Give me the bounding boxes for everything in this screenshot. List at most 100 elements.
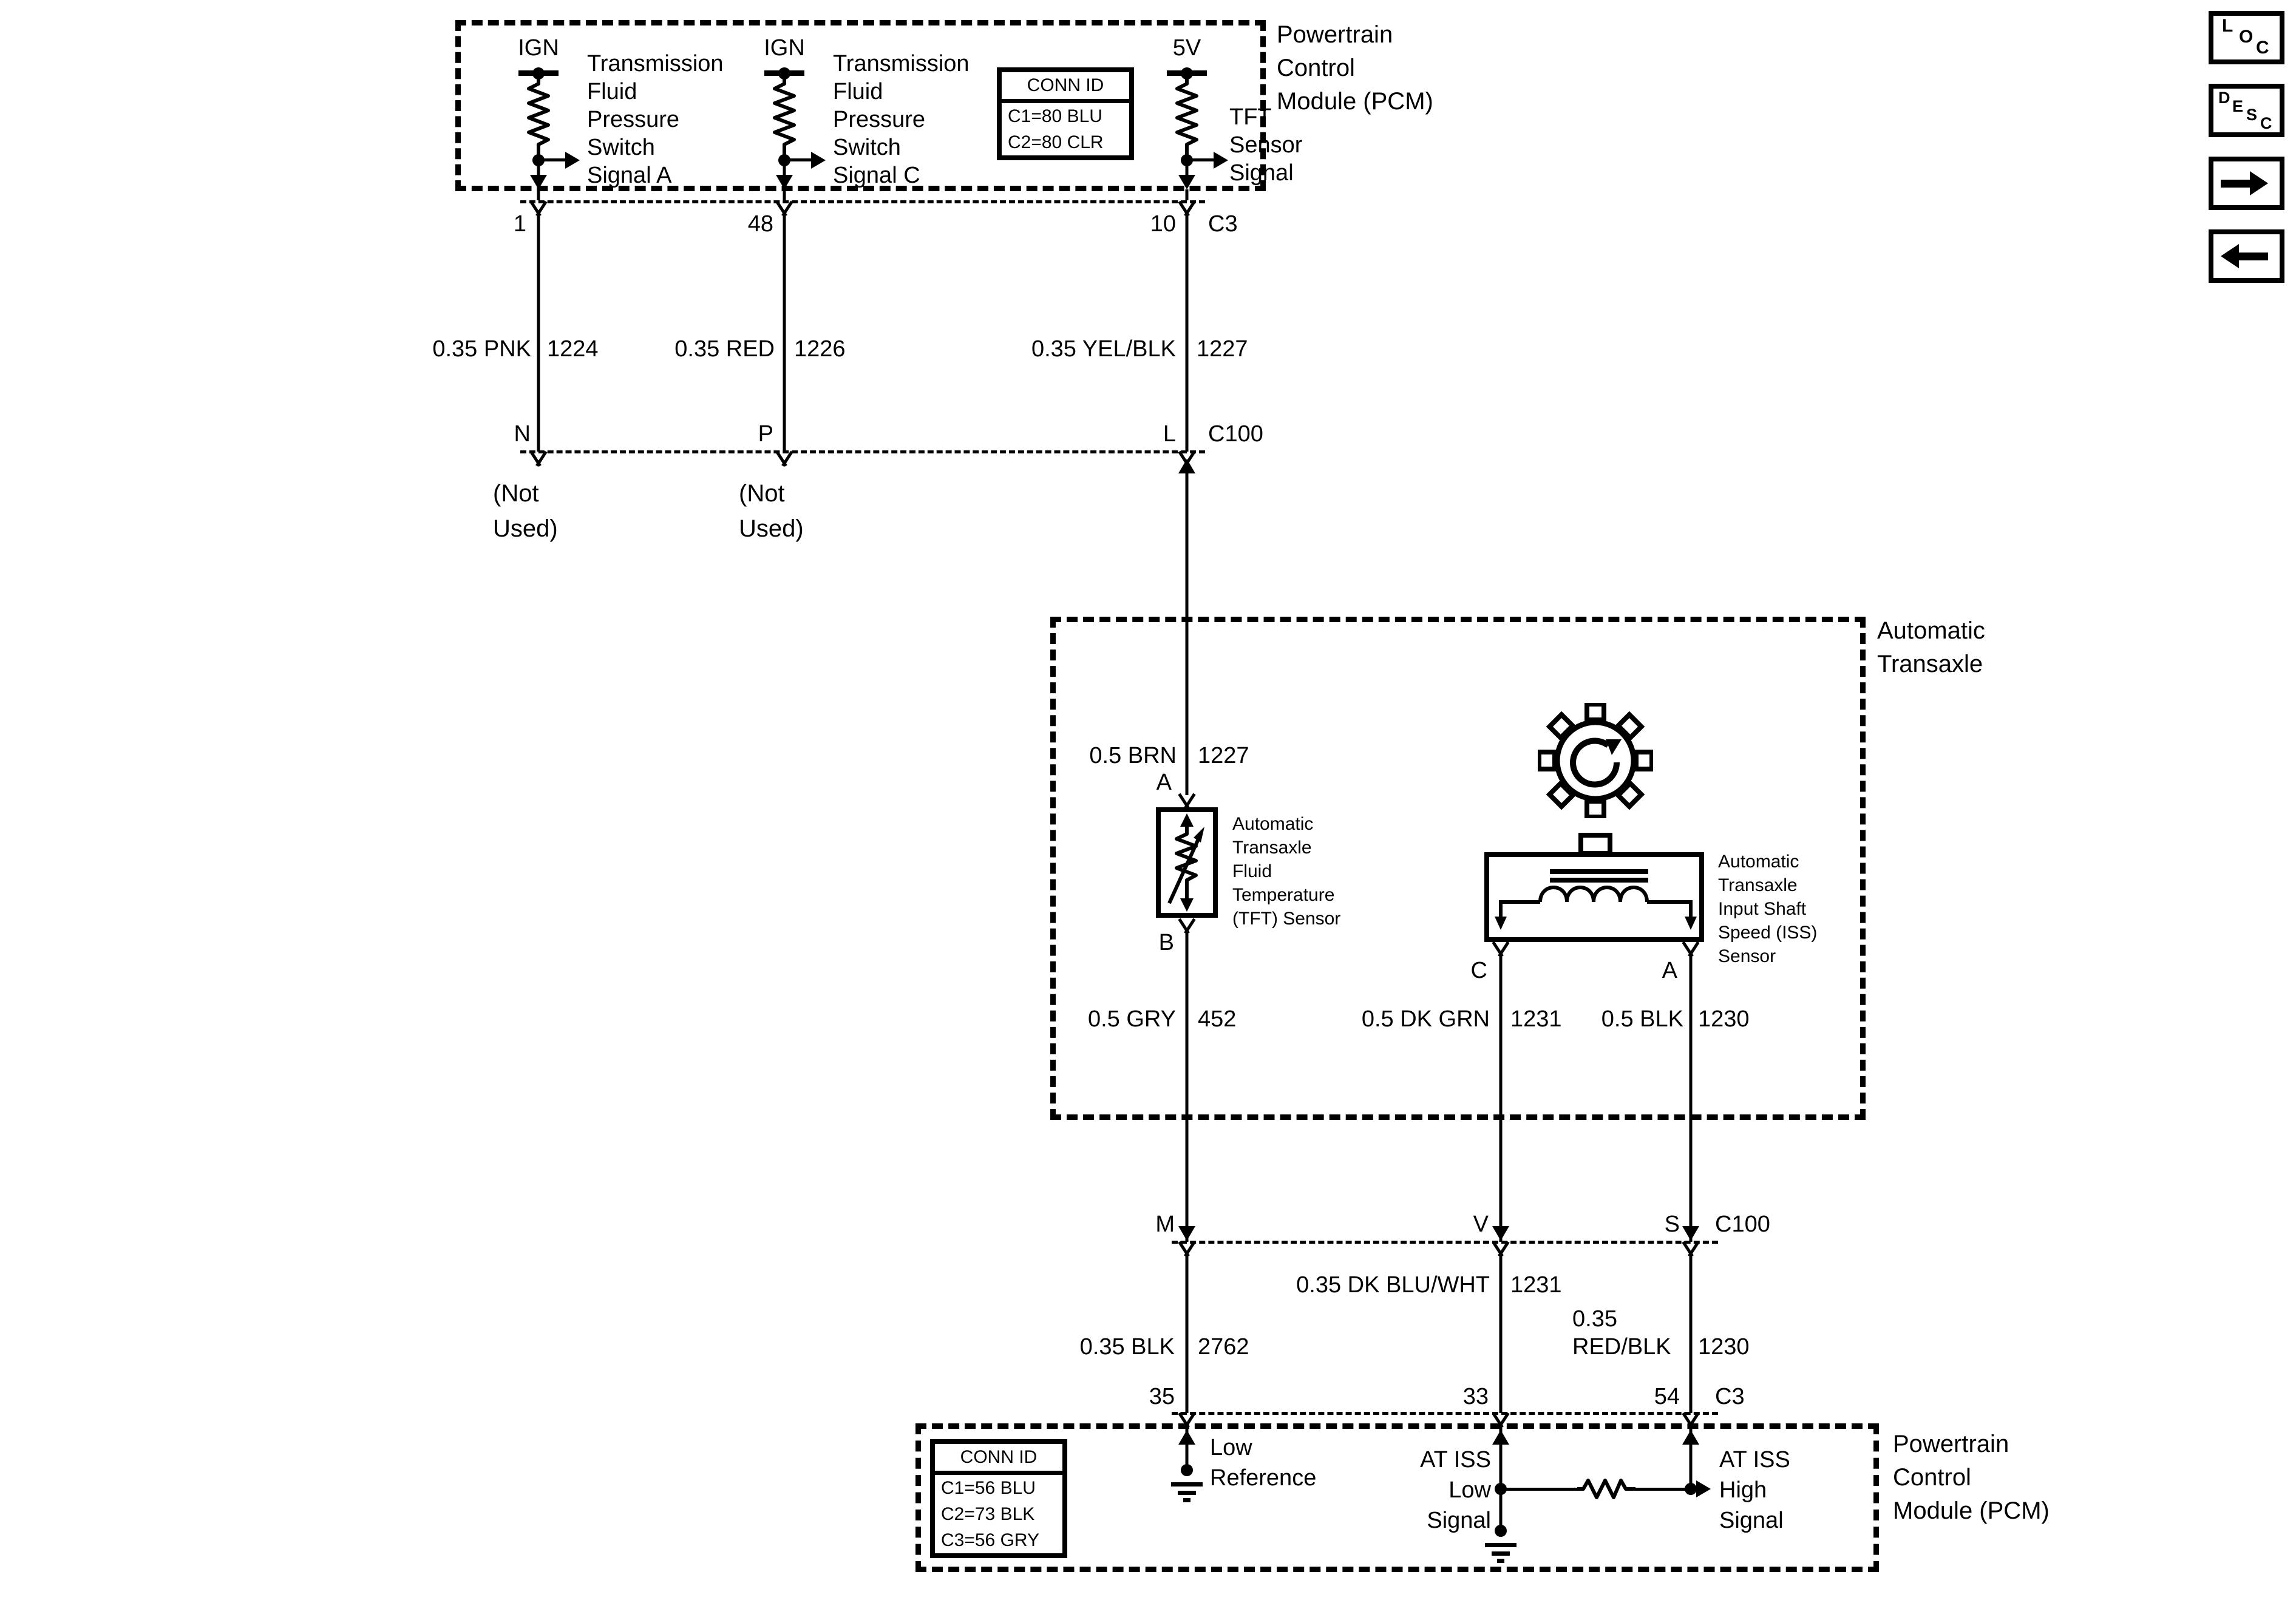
iss-sensor-tab bbox=[1578, 833, 1612, 856]
loc-button[interactable]: L O C bbox=[2209, 11, 2284, 64]
down-arrow-icon bbox=[1178, 1226, 1195, 1241]
connector-c3-top-line bbox=[520, 200, 1205, 203]
connector-c100-bottom-line bbox=[1172, 1241, 1718, 1244]
desc-button[interactable]: D E S C bbox=[2209, 84, 2284, 137]
iss-label-line2: Transaxle bbox=[1718, 875, 1798, 895]
signal-tap-line-3 bbox=[1187, 158, 1214, 161]
pin-v: V bbox=[1473, 1212, 1489, 1237]
transaxle-title-line2: Transaxle bbox=[1877, 651, 1983, 677]
left-arrow-icon bbox=[2221, 244, 2239, 268]
connector-c3-bottom-line bbox=[1172, 1412, 1718, 1415]
wire-spec-blk: 0.5 BLK bbox=[1601, 1006, 1683, 1032]
forward-button[interactable] bbox=[2209, 157, 2284, 210]
down-arrow-icon bbox=[1492, 1226, 1509, 1241]
wire-circuit-1231-b: 1231 bbox=[1510, 1272, 1562, 1298]
terminal-fork bbox=[1175, 202, 1199, 217]
conn-id-title-bottom: CONN ID bbox=[935, 1444, 1062, 1475]
tft-label-line1: Automatic bbox=[1232, 814, 1314, 834]
conn-id-row: C2=73 BLK bbox=[941, 1504, 1035, 1524]
conn-id-title-top: CONN ID bbox=[1002, 72, 1129, 103]
branch1-description: Transmission Fluid Pressure Switch Signa… bbox=[587, 50, 724, 189]
wire-segment bbox=[1185, 189, 1189, 200]
wire-spec-dk-grn: 0.5 DK GRN bbox=[1361, 1006, 1490, 1032]
conn-id-row: C1=56 BLU bbox=[941, 1478, 1036, 1498]
at-iss-low-line2: Low bbox=[1449, 1477, 1491, 1503]
up-arrow-icon bbox=[1178, 1430, 1195, 1445]
tft-pin-a: A bbox=[1156, 770, 1172, 795]
wire-circuit-brn: 1227 bbox=[1198, 743, 1249, 768]
branch2-line3: Pressure bbox=[833, 107, 926, 132]
wire-segment bbox=[783, 189, 786, 200]
wire-iss-high bbox=[1689, 1428, 1693, 1489]
wire-1231-pcm bbox=[1499, 1256, 1503, 1413]
at-iss-high-line1: AT ISS bbox=[1719, 1447, 1790, 1473]
branch1-line5: Signal A bbox=[587, 163, 672, 188]
signal-tap-line-1 bbox=[538, 158, 565, 161]
ground-icon bbox=[1171, 1482, 1203, 1486]
ground-icon bbox=[1492, 1551, 1510, 1556]
red-blk-line1: 0.35 bbox=[1572, 1306, 1617, 1332]
bottom-pcm-box bbox=[915, 1423, 1879, 1572]
branch2-line1: Transmission bbox=[833, 51, 970, 76]
up-arrow-icon bbox=[1178, 459, 1195, 473]
transaxle-title-line1: Automatic bbox=[1877, 617, 1985, 644]
wire-1226 bbox=[783, 216, 786, 452]
red-blk-line2: RED/BLK bbox=[1572, 1334, 1671, 1360]
branch3-description: TFT Sensor Signal bbox=[1229, 103, 1302, 187]
wire-circuit-1226: 1226 bbox=[794, 336, 846, 362]
ground-dot bbox=[1495, 1525, 1507, 1537]
at-iss-high-label: AT ISS High Signal bbox=[1719, 1445, 1790, 1536]
pin-33: 33 bbox=[1462, 1384, 1489, 1409]
terminal-fork bbox=[1489, 942, 1513, 958]
iss-pin-a: A bbox=[1662, 958, 1677, 983]
loc-letter-l: L bbox=[2222, 16, 2233, 36]
not-used-n-line1: (Not bbox=[493, 480, 539, 507]
back-button[interactable] bbox=[2209, 229, 2284, 283]
branch1-line3: Pressure bbox=[587, 107, 680, 132]
branch3-line2: Sensor bbox=[1229, 132, 1303, 158]
loc-letter-c: C bbox=[2256, 38, 2269, 58]
variable-resistor-icon bbox=[1167, 813, 1204, 912]
top-pcm-box bbox=[455, 20, 1266, 191]
wire-spec-red: 0.35 RED bbox=[674, 336, 775, 362]
tft-label-line2: Transaxle bbox=[1232, 838, 1312, 858]
down-arrow-icon bbox=[530, 175, 547, 189]
up-arrow-icon bbox=[1682, 1430, 1699, 1445]
wire-2762 bbox=[1185, 1256, 1189, 1413]
iss-label-line5: Sensor bbox=[1718, 946, 1776, 966]
wire-circuit-1224: 1224 bbox=[547, 336, 599, 362]
conn-id-box-top: CONN ID C1=80 BLU C2=80 CLR bbox=[997, 67, 1134, 160]
wire-segment bbox=[783, 155, 786, 180]
tft-label-line4: Temperature bbox=[1232, 885, 1335, 905]
at-iss-low-line1: AT ISS bbox=[1420, 1447, 1491, 1473]
desc-letter-e: E bbox=[2232, 97, 2244, 115]
pin-s: S bbox=[1664, 1212, 1680, 1237]
not-used-p: (Not Used) bbox=[739, 476, 804, 546]
not-used-p-line2: Used) bbox=[739, 515, 804, 542]
pin-1: 1 bbox=[513, 211, 526, 237]
resistor-icon-3 bbox=[1175, 76, 1198, 157]
pin-l: L bbox=[1163, 421, 1176, 447]
branch3-line1: TFT bbox=[1229, 104, 1272, 130]
junction-dot bbox=[1181, 67, 1193, 80]
left-arrow-icon bbox=[2238, 253, 2268, 260]
right-arrow-icon bbox=[2221, 180, 2251, 188]
iss-label-line3: Input Shaft bbox=[1718, 899, 1807, 919]
right-arrow-icon bbox=[1696, 1480, 1711, 1497]
not-used-p-line1: (Not bbox=[739, 480, 785, 507]
pin-48: 48 bbox=[747, 211, 773, 237]
loc-letter-o: O bbox=[2239, 27, 2254, 47]
bottom-pcm-title: Powertrain Control Module (PCM) bbox=[1893, 1428, 2050, 1528]
wire-segment bbox=[1185, 155, 1189, 180]
top-pcm-title-line1: Powertrain bbox=[1277, 21, 1393, 48]
terminal-fork bbox=[772, 202, 796, 217]
junction-dot bbox=[1685, 1483, 1697, 1495]
wire-1227 bbox=[1185, 216, 1189, 452]
wire-circuit-1231: 1231 bbox=[1510, 1006, 1562, 1032]
resistor-icon-2 bbox=[773, 76, 796, 157]
up-arrow-icon bbox=[1492, 1430, 1509, 1445]
wire-spec-gry: 0.5 GRY bbox=[1087, 1006, 1176, 1032]
pin-n: N bbox=[514, 421, 531, 447]
wire-452 bbox=[1185, 934, 1189, 1242]
signal-tap-line-2 bbox=[784, 158, 811, 161]
